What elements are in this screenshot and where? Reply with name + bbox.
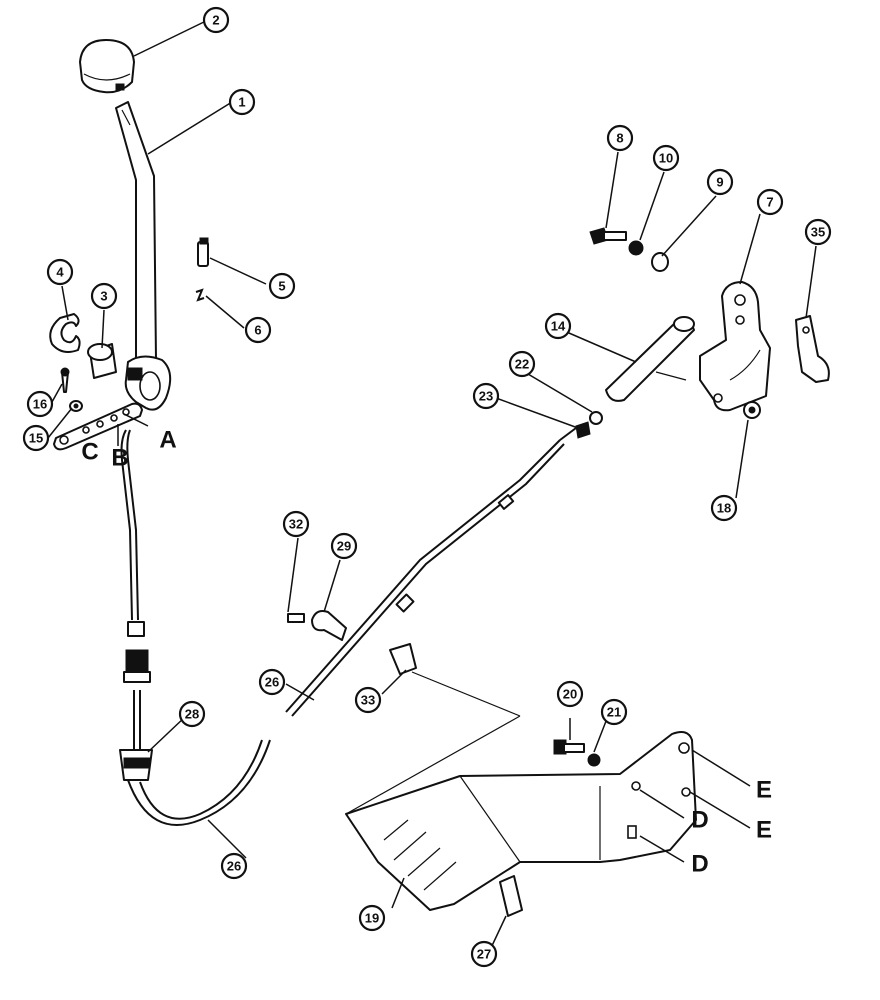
shift-cable [119,427,577,826]
callout-2: 2 [202,6,230,34]
screw-5 [197,237,209,267]
svg-text:35: 35 [811,225,825,240]
callout-26-upper: 26 [258,668,286,696]
svg-text:10: 10 [659,151,673,166]
nut-18 [743,401,761,419]
callout-10: 10 [652,144,680,172]
callout-16: 16 [26,390,54,418]
callout-6: 6 [244,316,272,344]
position-letter-c: C [81,439,98,466]
callout-3: 3 [90,282,118,310]
bushing [87,343,117,379]
bracket-32 [389,643,417,675]
position-letter-a: A [159,427,176,454]
svg-text:5: 5 [278,279,285,294]
callout-8: 8 [606,124,634,152]
callout-19: 19 [358,904,386,932]
position-letter-d-upper: D [691,807,708,834]
callout-32: 33 [354,686,382,714]
svg-text:23: 23 [479,389,493,404]
svg-text:8: 8 [616,131,623,146]
svg-text:21: 21 [607,705,621,720]
washer-9 [651,252,669,272]
svg-text:14: 14 [551,319,566,334]
svg-text:7: 7 [766,195,773,210]
callout-7: 7 [756,188,784,216]
shift-lever [115,101,172,411]
svg-text:29: 29 [337,539,351,554]
callout-23: 23 [472,382,500,410]
shift-link-plate [53,402,143,451]
shift-knob [79,39,135,94]
svg-text:20: 20 [563,687,577,702]
leader-lines [47,19,817,951]
callout-27: 28 [178,700,206,728]
svg-text:18: 18 [717,501,731,516]
pin [60,367,70,393]
callout-21: 21 [600,698,628,726]
position-letter-b: B [111,445,128,472]
washer-21 [587,753,601,767]
svg-text:32: 32 [289,517,303,532]
washer-10 [628,240,644,256]
callout-1: 1 [228,88,256,116]
callout-33: 27 [470,940,498,968]
svg-text:2: 2 [212,13,219,28]
svg-text:33: 33 [361,693,375,708]
svg-text:19: 19 [365,911,379,926]
svg-text:22: 22 [515,357,529,372]
svg-text:26: 26 [265,675,279,690]
callout-4: 4 [46,258,74,286]
callout-26-lower: 26 [220,852,248,880]
callout-22: 22 [508,350,536,378]
svg-text:4: 4 [56,265,64,280]
svg-text:26: 26 [227,859,241,874]
svg-text:27: 27 [477,947,491,962]
nut-22 [589,411,603,425]
position-letter-d-lower: D [691,851,708,878]
bolt-8 [589,227,627,245]
screw-29 [287,613,305,623]
clip-33 [499,875,523,917]
position-letter-e-lower: E [756,817,772,844]
svg-text:3: 3 [100,289,107,304]
callout-29: 32 [282,510,310,538]
callout-5: 5 [268,272,296,300]
callout-20: 20 [556,680,584,708]
callout-28: 29 [330,532,358,560]
callout-35: 35 [804,218,832,246]
callout-14: 14 [544,312,572,340]
snap-ring [49,313,81,353]
svg-text:15: 15 [29,431,43,446]
mounting-bracket-19 [345,671,697,911]
washer-15 [69,400,83,412]
callout-15: 15 [22,424,50,452]
svg-text:6: 6 [254,323,261,338]
svg-text:28: 28 [185,707,199,722]
spring-pin-6 [195,288,205,302]
bolt-20 [553,739,585,755]
callout-9: 9 [706,168,734,196]
callout-18: 18 [710,494,738,522]
svg-text:16: 16 [33,397,47,412]
lever-14 [605,316,695,402]
svg-text:9: 9 [716,175,723,190]
clip-35 [795,315,830,383]
svg-text:1: 1 [238,95,245,110]
position-letter-e-upper: E [756,777,772,804]
lock-nut-23 [575,421,591,439]
clamp-28 [311,610,347,641]
bracket-7 [699,281,771,412]
